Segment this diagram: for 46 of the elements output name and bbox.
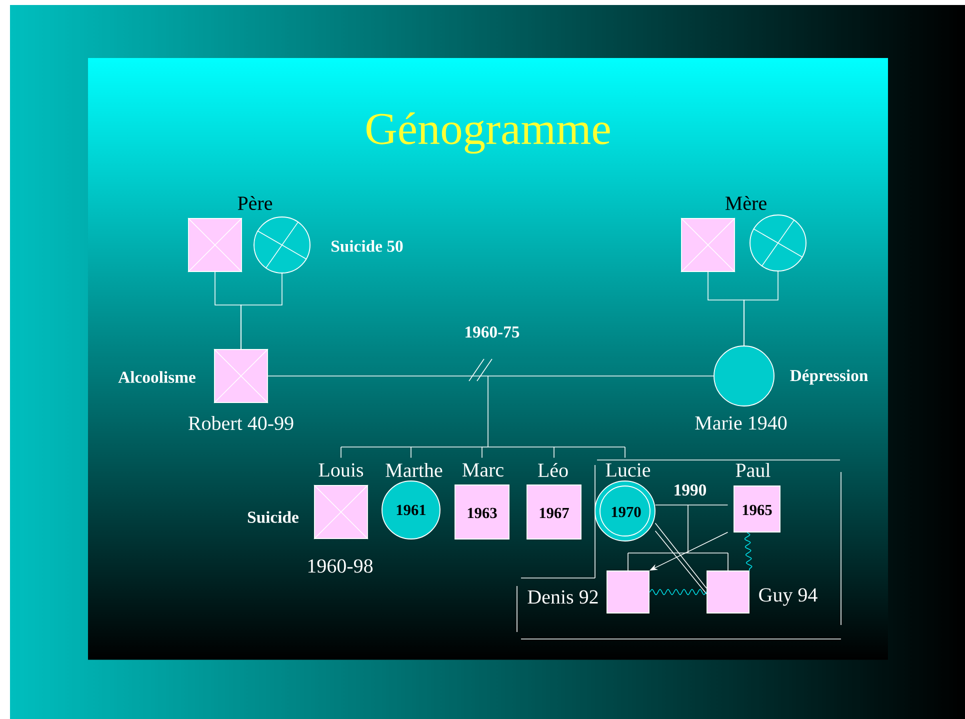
connector-line bbox=[554, 446, 626, 448]
connector-line bbox=[688, 504, 728, 506]
connector-line bbox=[482, 446, 488, 448]
connector-line bbox=[649, 588, 707, 596]
parent-label: Père bbox=[238, 196, 272, 210]
connector-line bbox=[628, 552, 688, 554]
edge-label: 1990 bbox=[674, 484, 706, 496]
connector-line bbox=[340, 446, 412, 448]
connector-line bbox=[688, 552, 728, 554]
note-text: Suicide 50 bbox=[332, 240, 403, 252]
note-text: Alcoolisme bbox=[118, 371, 196, 383]
person-name: Denis 92 bbox=[528, 590, 598, 604]
person-name: Robert 40-99 bbox=[188, 416, 294, 430]
person-name: Louis bbox=[318, 463, 364, 477]
connector-line bbox=[340, 446, 342, 458]
person-name: Lucie bbox=[606, 463, 650, 477]
connector-line bbox=[410, 446, 482, 448]
male-square bbox=[188, 218, 242, 272]
note-text: Dépression bbox=[790, 369, 868, 385]
male-square bbox=[680, 218, 736, 272]
person-name: Marc bbox=[462, 463, 504, 477]
birth-year: 1961 bbox=[396, 504, 426, 516]
person-name: Marie 1940 bbox=[695, 416, 787, 430]
person-name: Guy 94 bbox=[759, 588, 818, 606]
date-text: 1960-98 bbox=[308, 559, 373, 573]
birth-year: 1963 bbox=[468, 508, 497, 518]
person-name: Léo bbox=[538, 462, 568, 478]
female-circle bbox=[750, 214, 806, 272]
connector-line bbox=[624, 446, 626, 458]
connector-line bbox=[240, 273, 282, 350]
connector-line bbox=[744, 532, 752, 571]
connector-line bbox=[410, 446, 412, 458]
birth-year: 1970 bbox=[612, 506, 641, 518]
parent-label: Mère bbox=[726, 196, 766, 210]
person-name: Paul bbox=[736, 462, 770, 478]
edge-label: 1960-75 bbox=[466, 326, 520, 338]
note-text: Suicide bbox=[248, 511, 298, 523]
connector-line bbox=[654, 504, 688, 506]
birth-year: 1967 bbox=[540, 508, 569, 518]
birth-year: 1965 bbox=[742, 504, 772, 516]
connector-line bbox=[654, 530, 707, 594]
title: Génogramme bbox=[366, 112, 610, 154]
connector-line bbox=[488, 446, 554, 448]
person-name: Marthe bbox=[386, 462, 442, 478]
connector-line bbox=[654, 522, 707, 589]
connector-line bbox=[744, 271, 778, 346]
